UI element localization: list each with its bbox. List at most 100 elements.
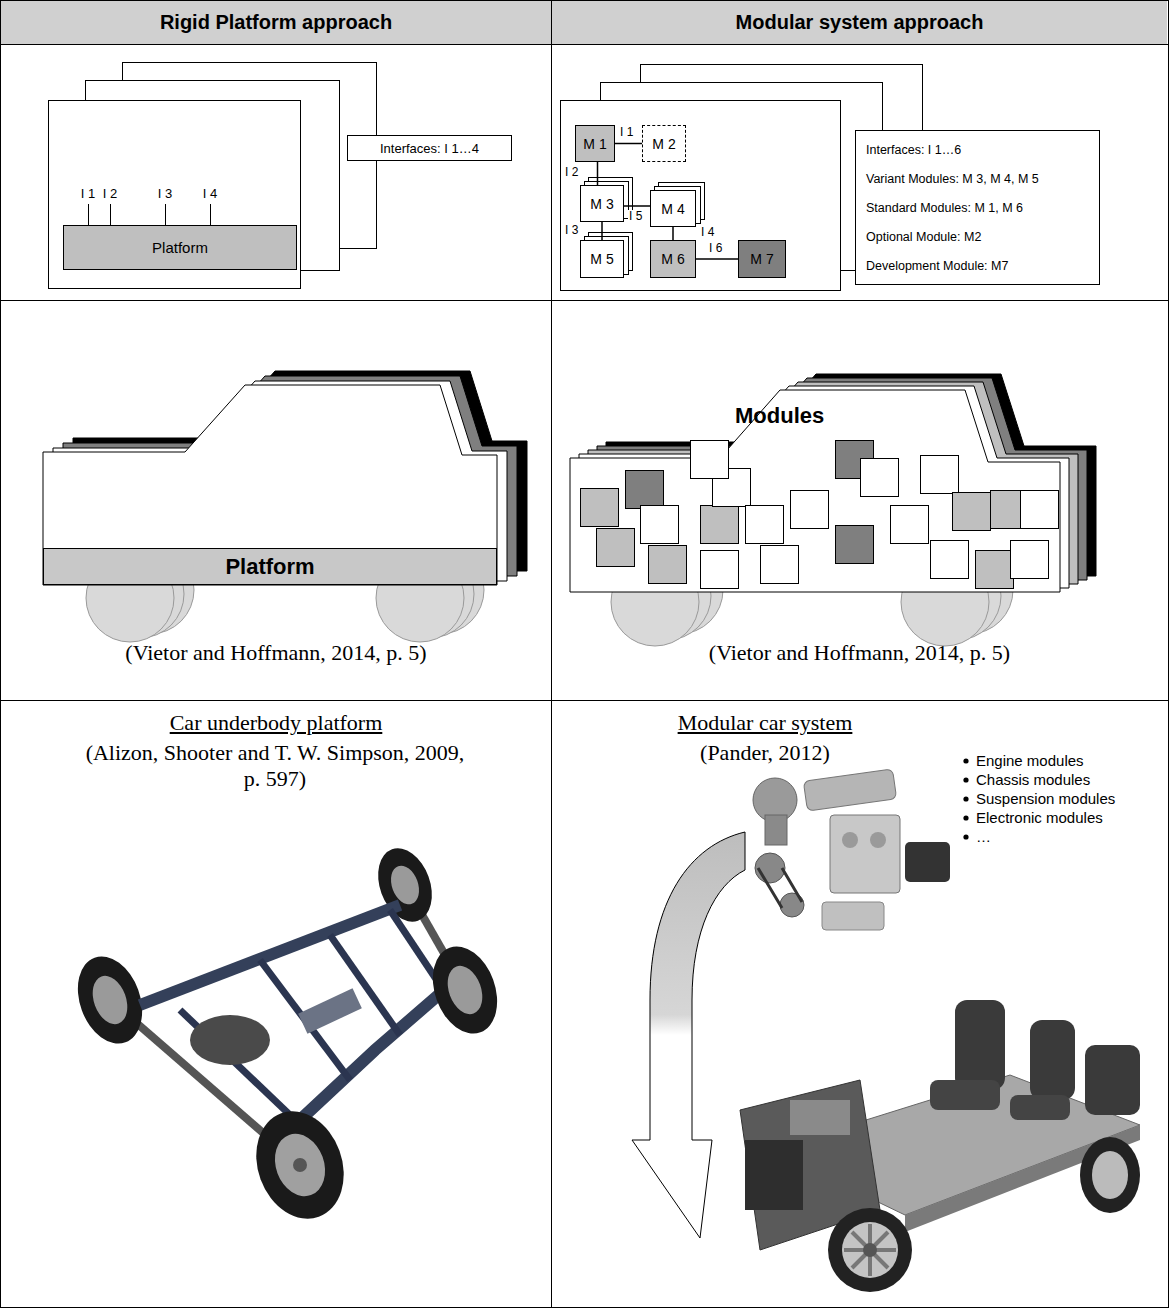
modular-platform-illustration	[828, 1208, 912, 1292]
modular-platform-illustration	[905, 1125, 1140, 1232]
optional-module: M 2	[642, 125, 686, 162]
interface-tick	[165, 204, 166, 225]
chassis-illustration	[267, 1127, 334, 1204]
bullet-dot	[963, 796, 968, 801]
module-square	[626, 471, 664, 509]
car-body	[570, 374, 1096, 592]
node-text: Rigid Platform approach	[160, 11, 392, 34]
modular-platform-illustration	[745, 1140, 803, 1210]
platform-box: Platform	[63, 225, 297, 270]
node-text: Optional Module: M2	[866, 230, 981, 244]
interface-tick	[210, 204, 211, 225]
node-text: M 6	[661, 251, 684, 267]
chassis-illustration	[140, 905, 400, 1005]
source-citation: (Alizon, Shooter and T. W. Simpson, 2009…	[80, 740, 470, 793]
node-text: Platform	[225, 554, 314, 580]
chassis-illustration	[66, 841, 508, 1231]
interface-label: I 6	[708, 242, 723, 254]
module-square	[931, 541, 969, 579]
bullet-dot	[963, 758, 968, 763]
engine-parts-illustration	[870, 832, 886, 848]
node-text: Interfaces: I 1…4	[380, 141, 479, 156]
engine-parts-illustration	[765, 815, 787, 845]
interface-line	[672, 227, 674, 240]
table-grid	[551, 0, 552, 1308]
node-text: M 4	[661, 201, 684, 217]
bullet-dot	[963, 834, 968, 839]
module-square	[953, 493, 991, 531]
node-text: M 5	[590, 251, 613, 267]
source-citation: (Vietor and Hoffmann, 2014, p. 5)	[1, 640, 551, 666]
bullet-item: Electronic modules	[976, 809, 1103, 827]
engine-parts-illustration	[753, 769, 950, 930]
module-square	[976, 551, 1014, 589]
source-citation: (Pander, 2012)	[630, 740, 900, 766]
car-body	[570, 390, 1060, 592]
modular-platform-illustration	[863, 1243, 877, 1257]
module-square	[649, 546, 687, 584]
engine-parts-illustration	[803, 769, 896, 811]
bullet-item: Chassis modules	[976, 771, 1090, 789]
chassis-illustration	[180, 910, 440, 1115]
stacked-frames	[49, 63, 377, 289]
module-square	[701, 551, 739, 589]
bullet-dot	[963, 777, 968, 782]
chassis-illustration	[242, 1099, 359, 1231]
engine-parts-illustration	[905, 842, 950, 882]
interface-label: I 2	[564, 166, 579, 178]
car-body	[43, 371, 527, 585]
interface-label: I 4	[700, 226, 715, 238]
chassis-illustration	[190, 1015, 270, 1065]
interface-label: I 3	[155, 186, 175, 202]
chassis-illustration	[180, 1010, 290, 1115]
engine-parts-illustration	[830, 815, 900, 893]
modular-platform-illustration	[790, 1100, 850, 1135]
bullet-item: …	[976, 828, 991, 846]
modular-platform-illustration	[955, 1000, 1005, 1090]
interface-label: I 2	[100, 186, 120, 202]
bullet-dot	[963, 758, 968, 839]
bullet-item: Suspension modules	[976, 790, 1115, 808]
bullet-item: Engine modules	[976, 752, 1084, 770]
modular-platform-illustration	[844, 1224, 896, 1276]
module-square	[861, 459, 899, 497]
chassis-illustration	[298, 988, 362, 1033]
interface-line	[696, 258, 738, 260]
table-grid	[0, 300, 1169, 301]
modular-platform-illustration	[852, 1232, 888, 1268]
engine-parts-illustration	[822, 902, 884, 930]
variant-module: M 5	[580, 240, 624, 278]
module-square	[1011, 541, 1049, 579]
car-body	[43, 385, 497, 585]
standard-module: M 1	[575, 125, 615, 162]
interface-tick	[110, 204, 111, 225]
engine-parts-illustration	[842, 832, 858, 848]
interface-label: I 5	[628, 210, 643, 222]
node-text: Variant Modules: M 3, M 4, M 5	[866, 172, 1039, 186]
table-grid	[0, 700, 1169, 701]
module-square	[836, 526, 874, 564]
bullet-dot	[963, 815, 968, 820]
chassis-illustration	[293, 1158, 307, 1172]
chassis-illustration	[86, 971, 133, 1029]
car-platform-band: Platform	[43, 548, 497, 585]
interface-label: I 3	[564, 224, 579, 236]
modular-platform-illustration	[1092, 1151, 1128, 1199]
chassis-illustration	[390, 910, 440, 985]
source-citation: (Vietor and Hoffmann, 2014, p. 5)	[552, 640, 1167, 666]
module-square	[597, 529, 635, 567]
stacked-frames	[49, 101, 301, 289]
interface-label: I 1	[78, 186, 98, 202]
engine-parts-illustration	[758, 868, 802, 908]
variant-module: M 3	[580, 185, 624, 222]
chassis-illustration	[386, 862, 424, 908]
module-square	[921, 456, 959, 494]
curved-arrow	[632, 832, 745, 1238]
module-square	[761, 546, 799, 584]
node-text: Development Module: M7	[866, 259, 1008, 273]
variant-module: M 4	[650, 190, 696, 227]
module-square	[641, 506, 679, 544]
